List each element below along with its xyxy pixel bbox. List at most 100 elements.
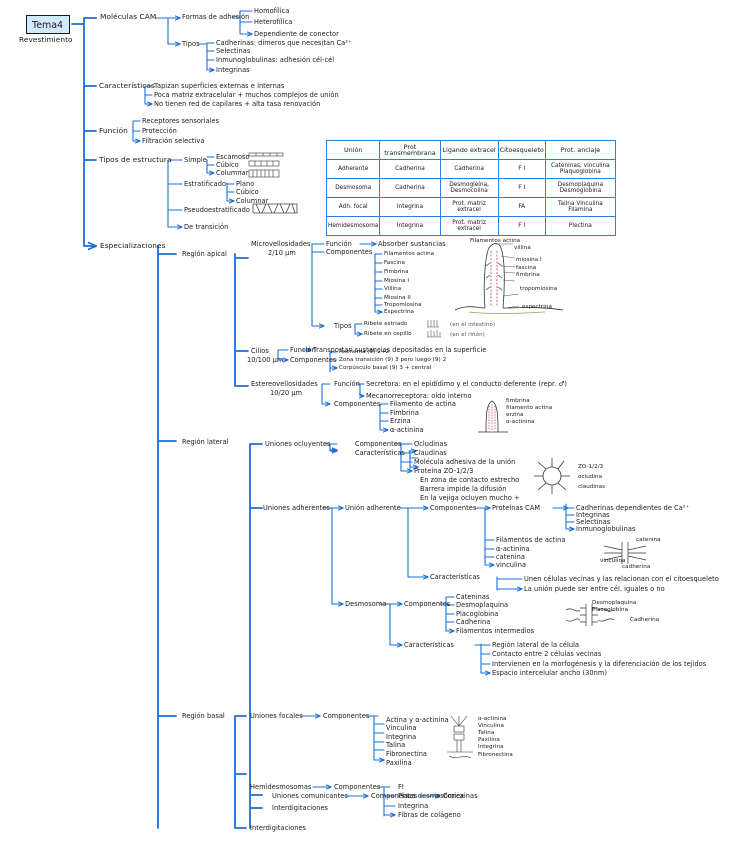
node-transicion: De transición xyxy=(184,223,229,231)
table-cell: Prot. matriz extracel xyxy=(439,197,499,217)
leaf-cam-3: Inmunoglobulinas xyxy=(576,525,636,533)
leaf-tipos-2: Inmunoglobulinas: adhesión cél-cél xyxy=(216,56,335,64)
topic-title: Tema xyxy=(32,20,58,31)
node-region-basal: Región basal xyxy=(182,712,225,720)
table-cell: Desmogleína, Desmocolina xyxy=(439,178,499,198)
sketch-fa-label-1: Vinculina xyxy=(478,723,504,729)
leaf-mv-tipos-0: Ribete estriado xyxy=(364,321,408,327)
leaf-ua-caract-0: Unen células vecinas y las relacionan co… xyxy=(524,575,719,583)
node-uniones-ocluyentes: Uniones ocluyentes xyxy=(265,440,331,448)
table-cell: Cadherina xyxy=(379,159,441,179)
table-row: Desmosoma Cadherina Desmogleína, Desmoco… xyxy=(325,178,617,198)
label-desm-caracteristicas: Características xyxy=(404,641,454,649)
junctions-table: Unión Prot transmembrana Ligando extrace… xyxy=(325,140,617,236)
leaf-ocl-comp-0: Ocludinas xyxy=(414,440,447,448)
label-mv-componentes: Componentes xyxy=(326,248,373,256)
table-cell: Adh. focal xyxy=(325,197,381,217)
leaf-mv-funcion: Absorber sustancias xyxy=(378,240,446,248)
size-estereovellosidades: 10/20 µm xyxy=(270,389,303,397)
leaf-cilios-funcion: Transportan sustancias depositadas en la… xyxy=(313,346,487,354)
note-mv-tipos-0: (en el intestino) xyxy=(450,322,496,328)
leaf-ocl-caract-0: En zona de contacto estrecho xyxy=(420,476,520,484)
note-mv-tipos-1: (en el riñón) xyxy=(450,332,485,338)
leaf-cam-1: Integrinas xyxy=(576,511,610,519)
sketch-mv-label-4: fimbrina xyxy=(516,272,540,278)
sketch-mv-label-2: miosina I xyxy=(516,257,542,263)
leaf-foc-comp-2: Integrina xyxy=(386,733,417,741)
leaf-hemi-comp-2: Integrina xyxy=(398,802,429,810)
leaf-hemi-comp-3: Fibras de colágeno xyxy=(398,811,461,819)
leaf-caract-1: Poca matriz extracelular + muchos comple… xyxy=(154,91,339,99)
table-header: Unión xyxy=(325,140,381,160)
leaf-ester-comp-3: α-actinina xyxy=(390,426,424,434)
node-uniones-focales: Uniones focales xyxy=(250,712,303,720)
leaf-simple-1: Cúbico xyxy=(216,161,239,169)
leaf-mv-comp-2: Fimbrina xyxy=(384,269,409,275)
leaf-foc-comp-3: Talina xyxy=(386,741,406,749)
table-cell: Integrina xyxy=(379,216,441,236)
leaf-desm-comp-0: Cateninas xyxy=(456,593,490,601)
label-ester-componentes: Componentes xyxy=(334,400,381,408)
leaf-tipos-1: Selectinas xyxy=(216,47,251,55)
leaf-cam-0: Cadherinas dependientes de Ca²⁺ xyxy=(576,504,690,512)
leaf-ocl-caract-1: Barrera impide la difusión xyxy=(420,485,507,493)
leaf-ester-comp-0: Filamento de actina xyxy=(390,400,456,408)
leaf-ocl-comp-3: Proteína ZO-1/2/3 xyxy=(414,467,474,475)
node-union-adherente: Unión adherente xyxy=(345,504,401,512)
node-especializaciones: Especializaciones xyxy=(100,241,166,250)
table-cell: Plectina xyxy=(544,216,617,236)
leaf-tipos-0: Cadherinas: dímeros que necesitan Ca²⁺ xyxy=(216,39,352,47)
topic-subtitle: Revestimiento xyxy=(19,35,73,44)
leaf-hemi-comp-0: FI xyxy=(398,783,404,791)
sketch-tj-label-2: claudinas xyxy=(578,484,606,490)
sketch-tj-label-0: ZO-1/2/3 xyxy=(578,464,604,470)
leaf-ocl-comp-1: Claudinas xyxy=(414,449,447,457)
leaf-mv-comp-1: Fascina xyxy=(384,260,405,266)
table-cell: Hemidesmosoma xyxy=(325,216,381,236)
leaf-desm-caract-0: Región lateral de la célula xyxy=(492,641,580,649)
sketch-aj-label-2: cadherina xyxy=(622,564,651,570)
leaf-funcion-1: Protección xyxy=(142,127,177,135)
brush-border-sketch xyxy=(425,318,445,338)
table-cell: Cateninas, vinculina Plaquoglobina xyxy=(544,159,617,179)
sketch-mv-label-3: fascina xyxy=(516,265,537,271)
sketch-st-label-1: filamento actina xyxy=(506,405,553,411)
sketch-fa-label-2: Talina xyxy=(478,730,495,736)
table-row: Hemidesmosoma Integrina Prot. matriz ext… xyxy=(325,216,617,236)
sketch-fa-label-0: α-actinina xyxy=(478,716,507,722)
sketch-ds-label-0: Desmoplaquina xyxy=(592,600,637,606)
leaf-desm-comp-2: Placoglobina xyxy=(456,610,499,618)
sketch-aj-label-0: catenina xyxy=(636,537,661,543)
table-row: Adherente Cadherina Cadherina F I Cateni… xyxy=(325,159,617,179)
leaf-funcion-2: Filtración selectiva xyxy=(142,137,205,145)
table-cell: Desmoplaquina Desmoglobina xyxy=(544,178,617,198)
leaf-ua-comp-2: catenina xyxy=(496,553,525,561)
node-estereovellosidades: Estereovellosidades xyxy=(251,380,318,388)
leaf-mv-comp-5: Miosina II xyxy=(384,295,411,301)
stereocilium-sketch xyxy=(478,398,508,434)
sketch-fa-label-3: Paxilina xyxy=(478,737,500,743)
leaf-ocl-caract-2: En la vejiga ocluyen mucho + xyxy=(420,494,520,502)
leaf-ua-comp-0: Filamentos de actina xyxy=(496,536,566,544)
leaf-mv-comp-0: Filamentos actina xyxy=(384,251,435,257)
label-desm-componentes: Componentes xyxy=(404,600,451,608)
node-uniones-adherentes: Uniones adherentes xyxy=(263,504,330,512)
leaf-tipos-3: Integrinas xyxy=(216,66,250,74)
table-cell: Integrina xyxy=(379,197,441,217)
leaf-ester-comp-2: Erzina xyxy=(390,417,411,425)
node-estratificado: Estratificado xyxy=(184,180,227,188)
table-cell: Talina Vinculina Filamina xyxy=(544,197,617,217)
node-uniones-comunicantes: Uniones comunicantes xyxy=(272,792,348,800)
topic-title-box: Tema 4 xyxy=(26,15,70,34)
table-cell: Cadherina xyxy=(439,159,499,179)
leaf-cilios-comp-2: Corpúsculo basal (9) 3 + central xyxy=(339,365,432,371)
table-cell: Desmosoma xyxy=(325,178,381,198)
table-row: Adh. focal Integrina Prot. matriz extrac… xyxy=(325,197,617,217)
node-formas-adhesion: Formas de adhesión xyxy=(182,13,250,21)
adherens-junction-sketch xyxy=(600,540,650,566)
node-funcion: Función xyxy=(99,126,128,135)
label-mv-funcion: Función xyxy=(326,240,352,248)
node-region-lateral: Región lateral xyxy=(182,438,229,446)
node-region-apical: Región apical xyxy=(182,250,227,258)
leaf-desm-caract-3: Espacio intercelular ancho (30nm) xyxy=(492,669,607,677)
